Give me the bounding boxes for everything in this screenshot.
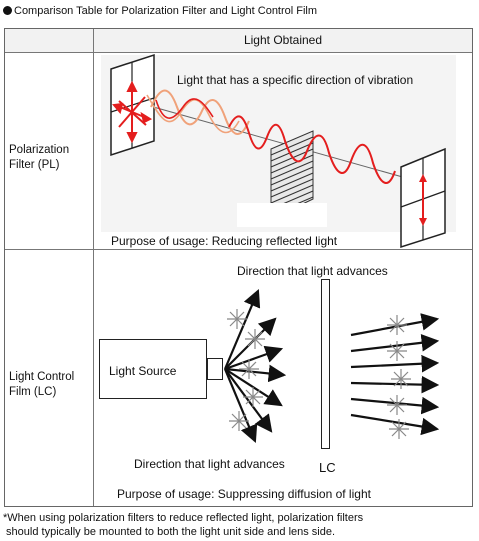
column-divider (93, 29, 94, 506)
comparison-table: Light Obtained Polarization Filter (PL) … (4, 28, 473, 507)
polarization-illustration (101, 53, 456, 249)
row-divider (5, 249, 472, 250)
unpolarized-wave (155, 98, 214, 119)
beam-axis (124, 98, 432, 186)
lc-direction-bottom: Direction that light advances (134, 457, 285, 471)
pl-caption: Light that has a specific direction of v… (177, 73, 414, 87)
blank-patch (237, 203, 327, 227)
footnote-line: *When using polarization filters to redu… (3, 512, 364, 524)
unpolarized-arrows (112, 80, 153, 144)
diffuse-arrow (224, 368, 273, 433)
lc-film-label: LC (319, 460, 336, 475)
polarized-wave (228, 115, 396, 184)
row-label-line: Filter (PL) (9, 159, 60, 171)
footnote-line: should typically be mounted to both the … (3, 526, 336, 538)
diffuse-arrow (223, 368, 258, 444)
diffuse-arrow (224, 345, 284, 371)
collimated-arrow (350, 396, 440, 415)
light-control-diagram (223, 288, 440, 444)
row-label-line: Light Control (9, 371, 75, 383)
polarizer-grating (270, 130, 314, 220)
diffuse-light-arrows (223, 288, 287, 444)
light-source-nozzle (207, 358, 223, 380)
collimated-arrow (350, 313, 440, 337)
row-label-line: Polarization (9, 144, 70, 156)
header-row (5, 29, 472, 52)
row-label-line: Film (LC) (9, 386, 57, 398)
output-filter-frame (400, 147, 446, 249)
footnote: *When using polarization filters to redu… (3, 511, 363, 539)
collimated-arrow (350, 354, 440, 373)
row-label-light-control-film: Light Control Film (LC) (9, 370, 93, 400)
collimated-arrow (350, 334, 440, 353)
collimated-arrow (350, 375, 440, 394)
vibration-stars-right (387, 315, 411, 439)
polarization-diagram (110, 53, 446, 249)
bullet-icon (3, 6, 12, 15)
header-divider (5, 52, 472, 53)
vibration-stars-left (227, 309, 265, 431)
light-source-label: Light Source (109, 364, 177, 378)
heading-text: Comparison Table for Polarization Filter… (14, 5, 318, 17)
column-header-light-obtained: Light Obtained (243, 33, 323, 47)
diffuse-arrow (223, 288, 261, 370)
diffuse-arrow (224, 364, 287, 383)
light-source-box: Light Source (99, 339, 207, 399)
collimated-light-arrows (350, 313, 440, 436)
pl-purpose: Purpose of usage: Reducing reflected lig… (111, 234, 338, 248)
lc-purpose: Purpose of usage: Suppressing diffusion … (117, 487, 371, 501)
collimated-arrow (350, 413, 440, 436)
lc-film-panel (321, 279, 330, 449)
table-heading: Comparison Table for Polarization Filter… (3, 4, 317, 18)
row-label-polarization-filter: Polarization Filter (PL) (9, 143, 93, 173)
lc-direction-top: Direction that light advances (237, 264, 388, 278)
unpolarized-wave (146, 94, 240, 134)
